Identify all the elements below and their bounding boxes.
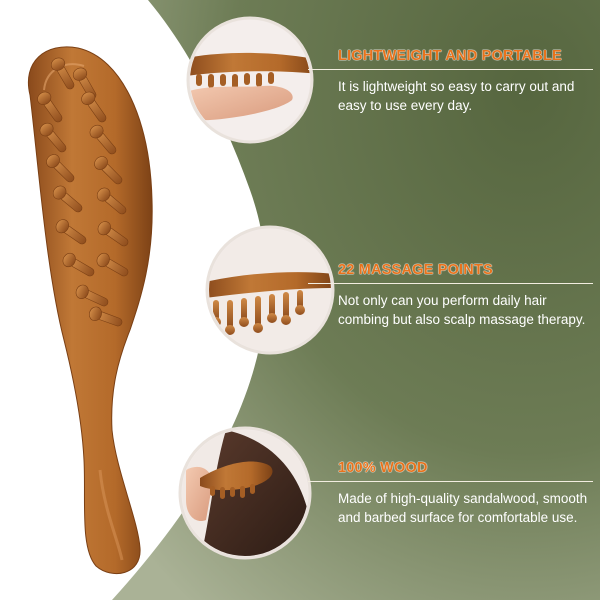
feature-lightweight: LIGHTWEIGHT AND PORTABLE It is lightweig… xyxy=(308,48,593,115)
hand-holding-brush-photo xyxy=(186,16,314,144)
divider-line xyxy=(308,283,593,284)
hairbrush-main xyxy=(28,46,153,575)
divider-line xyxy=(308,69,593,70)
feature-massage-points: 22 MASSAGE POINTS Not only can you perfo… xyxy=(308,262,593,329)
feature-description: Made of high-quality sandalwood, smooth … xyxy=(338,491,588,525)
feature-title: LIGHTWEIGHT AND PORTABLE xyxy=(338,48,562,64)
brush-in-hair-photo xyxy=(178,426,312,560)
feature-description: Not only can you perform daily hair comb… xyxy=(338,293,586,327)
feature-wood: 100% WOOD Made of high-quality sandalwoo… xyxy=(308,460,593,527)
feature-description: It is lightweight so easy to carry out a… xyxy=(338,79,575,113)
feature-title: 100% WOOD xyxy=(338,460,428,476)
divider-line xyxy=(308,481,593,482)
brush-bristles-closeup-photo xyxy=(205,225,335,355)
feature-title: 22 MASSAGE POINTS xyxy=(338,262,493,278)
